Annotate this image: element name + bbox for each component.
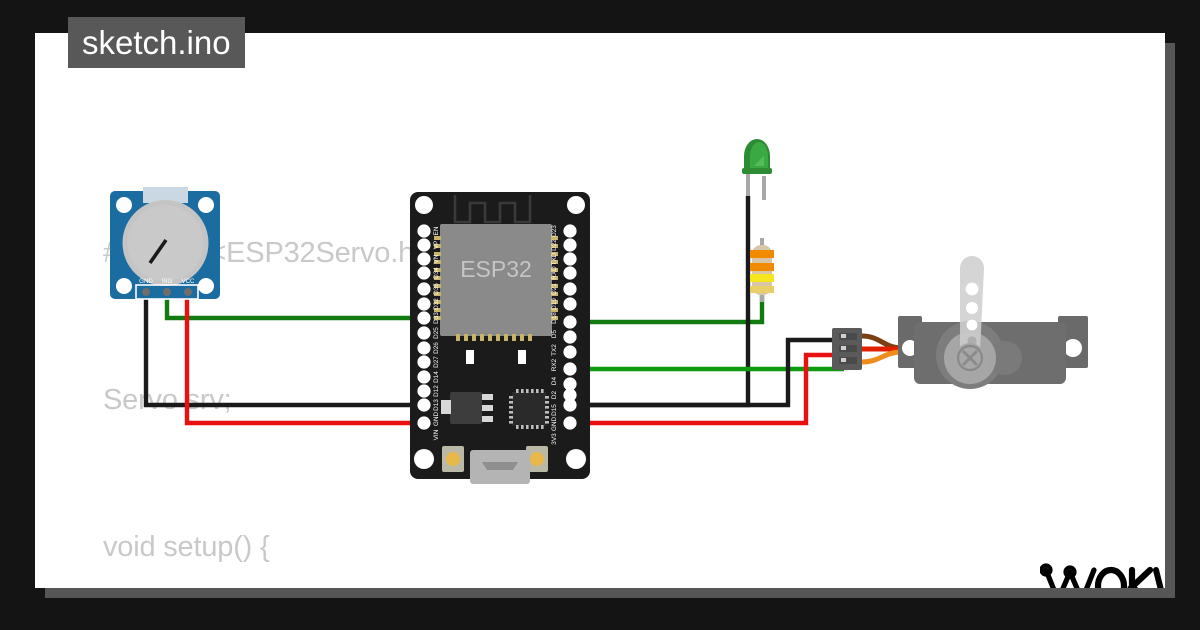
code-preview-text: #include<ESP32Servo.h> Servo srv; void s… — [103, 131, 803, 588]
servo-screw-icon — [962, 350, 978, 366]
servo-wire-orange — [861, 349, 903, 365]
diagram-canvas[interactable]: #include<ESP32Servo.h> Servo srv; void s… — [35, 33, 1165, 588]
servo-wire-brown — [861, 333, 903, 351]
servo-horn[interactable] — [960, 256, 984, 362]
code-line: #include<ESP32Servo.h> — [103, 237, 431, 269]
servo-connector[interactable] — [832, 328, 862, 370]
file-tab-sketch-ino[interactable]: sketch.ino — [68, 17, 245, 68]
wokwi-logo — [1040, 563, 1164, 588]
code-line: Servo srv; — [103, 384, 232, 416]
code-line: void setup() { — [103, 531, 270, 563]
part-servo-motor[interactable] — [832, 256, 1088, 389]
